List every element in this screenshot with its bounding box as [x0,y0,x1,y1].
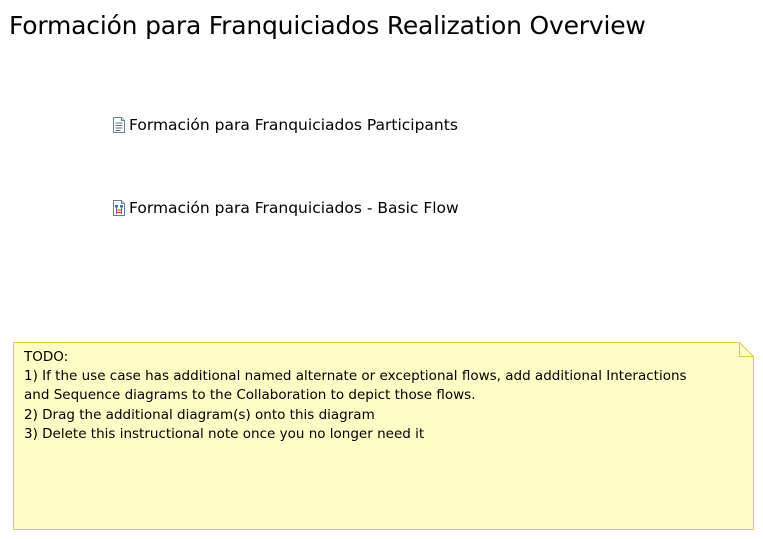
note-line: TODO: [24,349,69,365]
note-shape [13,342,754,530]
note-line: 2) Drag the additional diagram(s) onto t… [24,406,375,423]
class-diagram-icon [112,117,126,133]
note-line: 1) If the use case has additional named … [24,368,687,385]
note-text: TODO: 1) If the use case has additional … [24,348,739,444]
basic-flow-diagram-link[interactable]: Formación para Franquiciados - Basic Flo… [112,198,459,218]
basic-flow-diagram-label: Formación para Franquiciados - Basic Flo… [129,199,459,217]
participants-diagram-label: Formación para Franquiciados Participant… [129,116,458,134]
diagram-title: Formación para Franquiciados Realization… [9,11,646,40]
todo-note[interactable]: TODO: 1) If the use case has additional … [13,342,754,530]
participants-diagram-link[interactable]: Formación para Franquiciados Participant… [112,115,458,135]
note-line: 3) Delete this instructional note once y… [24,425,425,442]
note-line: and Sequence diagrams to the Collaborati… [24,387,476,404]
sequence-diagram-icon [112,200,126,216]
